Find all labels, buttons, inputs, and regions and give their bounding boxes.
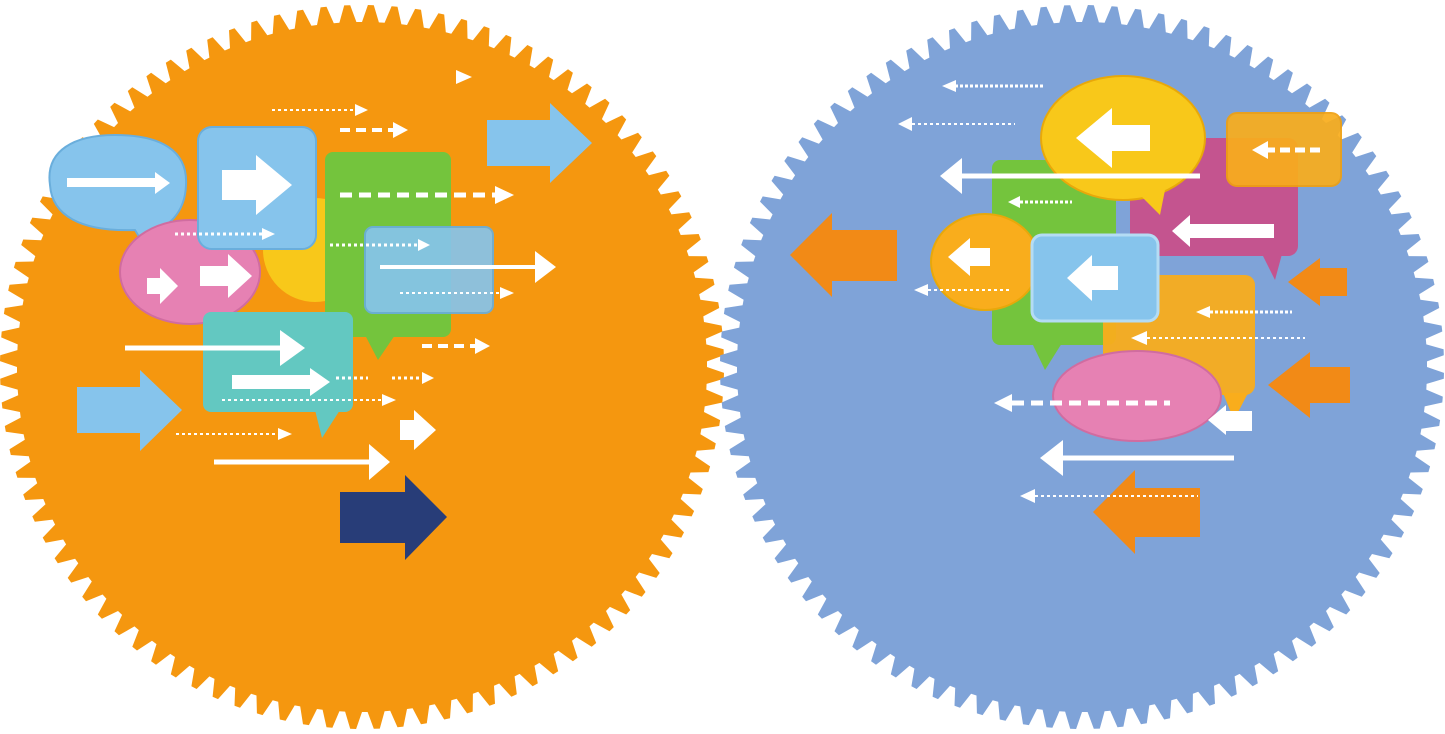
arrow-left-icon [790, 213, 897, 297]
speech-bubble-icon [1030, 233, 1160, 323]
speech-bubble-icon [364, 226, 494, 314]
speech-bubble-icon [1040, 75, 1206, 215]
left-gear [0, 5, 724, 729]
speech-bubble-icon [1052, 350, 1222, 442]
dashed-arrow-left-icon [898, 80, 1305, 503]
arrow-right-icon [125, 251, 556, 480]
arrow-right-icon [340, 475, 447, 560]
arrow-left-icon [1093, 470, 1200, 554]
speech-bubble-icon [197, 126, 317, 250]
dashed-arrow-right-icon [175, 70, 514, 440]
speech-bubble-icon [203, 312, 353, 438]
arrow-left-icon [940, 158, 1252, 476]
arrow-left-icon [1268, 352, 1350, 418]
speech-bubble-icon [48, 133, 188, 255]
speech-bubble-icon [930, 213, 1040, 311]
arrow-right-icon [487, 103, 592, 183]
arrow-left-icon [1288, 258, 1347, 306]
speech-bubble-icon [1226, 112, 1342, 187]
arrow-right-icon [77, 370, 182, 451]
right-gear [720, 5, 1444, 729]
